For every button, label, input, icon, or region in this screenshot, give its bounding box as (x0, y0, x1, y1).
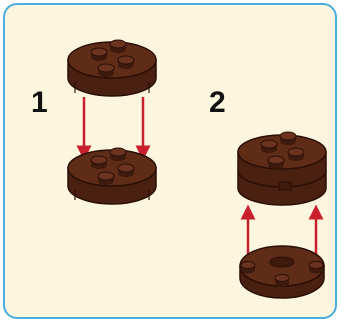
step2-round-base (239, 245, 325, 299)
step1-bottom-round-plate (67, 147, 157, 205)
stud (90, 47, 108, 61)
step-number-1: 1 (31, 86, 48, 119)
step1-top-round-plate (67, 39, 157, 97)
step-number-2: 2 (209, 86, 226, 119)
step2-stacked-plates (237, 131, 327, 206)
